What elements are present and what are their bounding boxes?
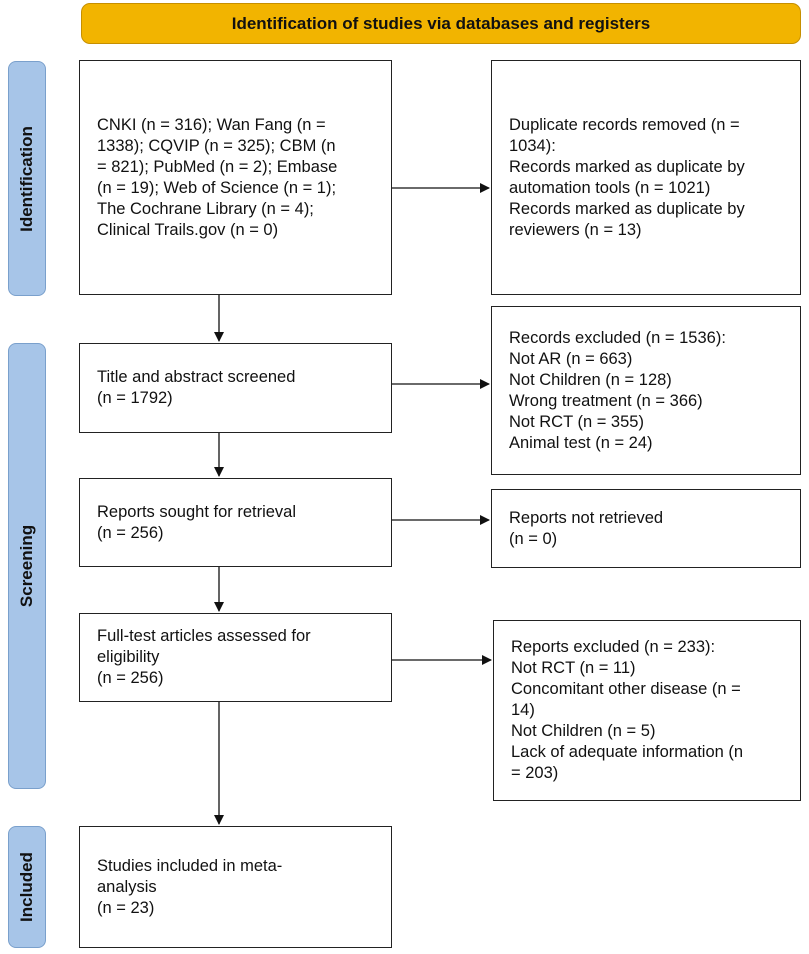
reports-excluded-box: Reports excluded (n = 233): Not RCT (n =…: [493, 620, 801, 801]
phase-screening: Screening: [8, 343, 46, 789]
included-line: Studies included in meta-: [97, 856, 283, 875]
included-line: (n = 23): [97, 898, 155, 917]
sought-box: Reports sought for retrieval (n = 256): [79, 478, 392, 567]
duplicates-line: reviewers (n = 13): [509, 220, 642, 239]
sources-box: CNKI (n = 316); Wan Fang (n = 1338); CQV…: [79, 60, 392, 295]
duplicates-line: Records marked as duplicate by: [509, 199, 745, 218]
sources-line: Clinical Trails.gov (n = 0): [97, 220, 279, 239]
reports-excluded-line: 14): [511, 701, 535, 719]
screened-box: Title and abstract screened (n = 1792): [79, 343, 392, 433]
assessed-line: Full-test articles assessed for: [97, 627, 311, 645]
diagram-header: Identification of studies via databases …: [81, 3, 801, 44]
duplicates-line: Duplicate records removed (n =: [509, 115, 740, 134]
duplicates-line: Records marked as duplicate by: [509, 157, 745, 176]
not-retrieved-box: Reports not retrieved (n = 0): [491, 489, 801, 568]
header-title: Identification of studies via databases …: [231, 13, 651, 33]
records-excluded-line: Not Children (n = 128): [509, 370, 672, 389]
screened-line: Title and abstract screened: [97, 368, 296, 386]
included-box: Studies included in meta- analysis (n = …: [79, 826, 392, 948]
phase-included: Included: [8, 826, 46, 948]
assessed-box: Full-test articles assessed for eligibil…: [79, 613, 392, 702]
records-excluded-line: Wrong treatment (n = 366): [509, 391, 703, 410]
duplicates-line: automation tools (n = 1021): [509, 178, 711, 197]
sources-line: The Cochrane Library (n = 4);: [97, 199, 314, 218]
assessed-line: (n = 256): [97, 669, 164, 687]
sources-line: = 821); PubMed (n = 2); Embase: [97, 157, 338, 176]
records-excluded-line: Records excluded (n = 1536):: [509, 328, 726, 347]
included-line: analysis: [97, 877, 157, 896]
not-retrieved-line: (n = 0): [509, 529, 558, 548]
sources-line: CNKI (n = 316); Wan Fang (n =: [97, 115, 326, 134]
records-excluded-line: Not RCT (n = 355): [509, 412, 644, 431]
reports-excluded-line: Lack of adequate information (n: [511, 743, 744, 761]
sources-line: 1338); CQVIP (n = 325); CBM (n: [97, 136, 336, 155]
phase-identification: Identification: [8, 61, 46, 296]
records-excluded-box: Records excluded (n = 1536): Not AR (n =…: [491, 306, 801, 475]
duplicates-line: 1034):: [509, 136, 556, 155]
records-excluded-line: Not AR (n = 663): [509, 349, 633, 368]
sought-line: Reports sought for retrieval: [97, 502, 297, 521]
reports-excluded-line: Concomitant other disease (n =: [511, 680, 741, 698]
not-retrieved-line: Reports not retrieved: [509, 508, 664, 527]
reports-excluded-line: Reports excluded (n = 233):: [511, 638, 716, 656]
screened-line: (n = 1792): [97, 389, 173, 407]
reports-excluded-line: Not Children (n = 5): [511, 722, 656, 740]
reports-excluded-line: = 203): [511, 764, 559, 782]
duplicates-box: Duplicate records removed (n = 1034): Re…: [491, 60, 801, 295]
records-excluded-line: Animal test (n = 24): [509, 433, 653, 452]
assessed-line: eligibility: [97, 648, 160, 666]
sources-line: (n = 19); Web of Science (n = 1);: [97, 178, 337, 197]
sought-line: (n = 256): [97, 523, 164, 542]
reports-excluded-line: Not RCT (n = 11): [511, 659, 636, 677]
